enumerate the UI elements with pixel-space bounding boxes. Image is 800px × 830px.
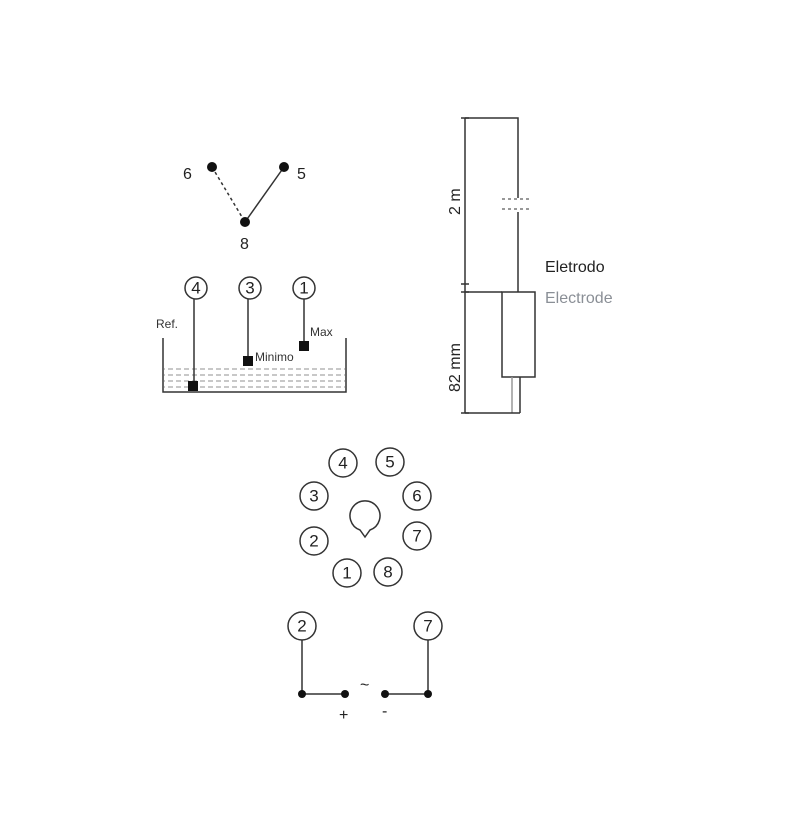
label-8: 8 <box>240 236 249 253</box>
cable-length: 2 m <box>447 188 464 215</box>
ref-probe <box>188 381 198 391</box>
socket-pinout: 1 2 3 4 5 6 7 8 <box>299 447 432 588</box>
probe-wiring: 6 5 8 <box>183 162 306 253</box>
terminal-circle-3 <box>238 276 262 300</box>
tank-walls <box>162 338 347 393</box>
node-6 <box>207 162 217 172</box>
pin-6: 6 <box>412 487 421 506</box>
ac-symbol: ~ <box>360 677 369 694</box>
pin-5: 5 <box>385 453 394 472</box>
supply-terminal-7: 7 <box>423 617 432 636</box>
supply-wiring: 2 7 ~ + - <box>287 611 443 724</box>
label-6: 6 <box>183 166 192 183</box>
pin-3: 3 <box>309 487 318 506</box>
minus-symbol: - <box>382 703 387 720</box>
link <box>244 166 285 223</box>
terminal-3: 3 <box>245 279 254 298</box>
min-label: Minimo <box>255 350 294 364</box>
dashed-link <box>211 166 246 223</box>
label-electrode: Electrode <box>545 290 613 307</box>
key-icon <box>349 500 381 539</box>
node-8 <box>240 217 250 227</box>
pin-8: 8 <box>383 563 392 582</box>
min-probe <box>243 356 253 366</box>
max-probe <box>299 341 309 351</box>
pin-7: 7 <box>412 527 421 546</box>
terminal-1: 1 <box>299 279 308 298</box>
pin-2: 2 <box>309 532 318 551</box>
pin-4: 4 <box>338 454 347 473</box>
max-label: Max <box>310 325 333 339</box>
supply-terminal-2: 2 <box>297 617 306 636</box>
label-eletrodo: Eletrodo <box>545 259 605 276</box>
label-5: 5 <box>297 166 306 183</box>
node-5 <box>279 162 289 172</box>
electrode-body <box>501 291 536 378</box>
body-length: 82 mm <box>447 343 464 392</box>
electrode: 2 m 82 mm Eletrodo Electrode <box>447 117 613 414</box>
plus-symbol: + <box>339 707 348 724</box>
tank: 4 3 1 Ref. Minimo Max <box>156 276 347 393</box>
ref-label: Ref. <box>156 317 178 331</box>
terminal-circle-4 <box>184 276 208 300</box>
pin-1: 1 <box>342 564 351 583</box>
terminal-4: 4 <box>191 279 200 298</box>
